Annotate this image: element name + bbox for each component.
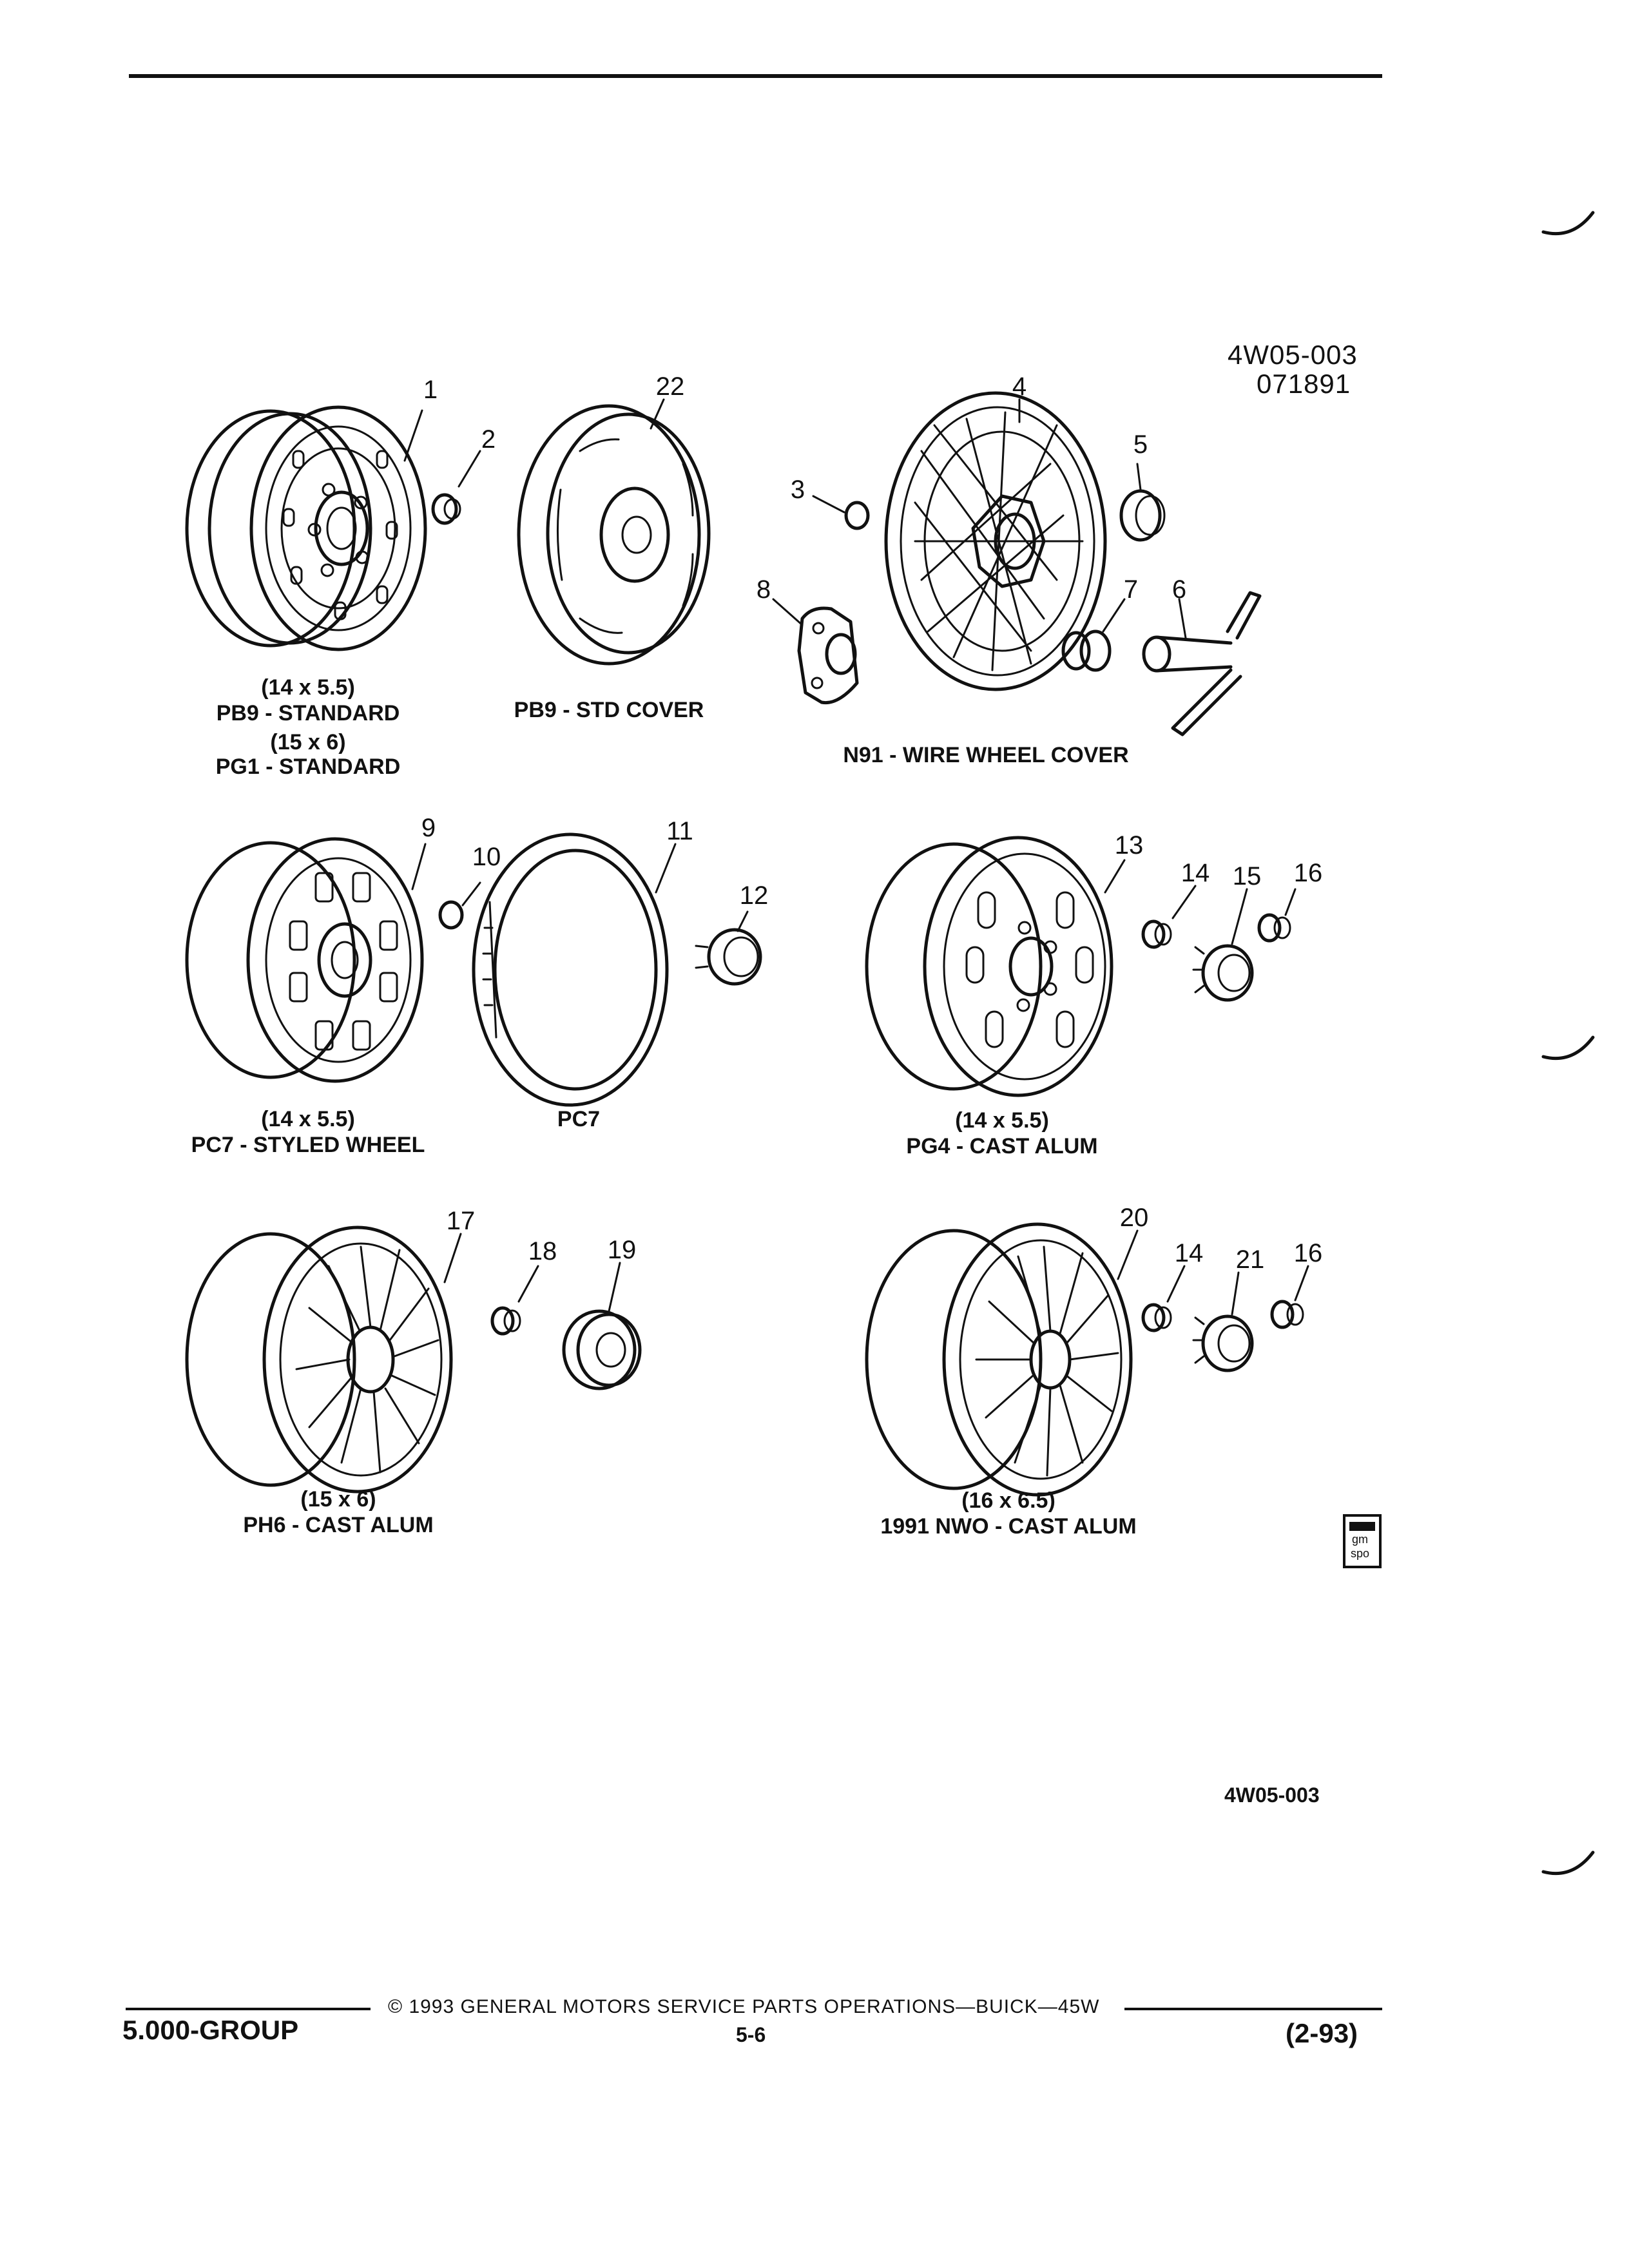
gm-spo-logo-line1: gm: [1352, 1533, 1369, 1546]
callout-10: 10: [472, 843, 501, 871]
caption-pb9-size: (14 x 5.5): [261, 675, 355, 700]
caption-pg4-cast: PG4 - CAST ALUM: [906, 1134, 1098, 1158]
caption-pc7-size: (14 x 5.5): [261, 1107, 355, 1131]
caption-pg4-size: (14 x 5.5): [955, 1108, 1049, 1133]
callout-4: 4: [1012, 372, 1027, 401]
ph6-cast-aluminum-wheel: [185, 1225, 453, 1494]
callout-6: 6: [1171, 575, 1187, 604]
lug-nut: [431, 493, 461, 525]
pg4-cast-aluminum-wheel: [865, 836, 1113, 1097]
callout-7: 7: [1123, 575, 1139, 604]
caption-pg1-size: (15 x 6): [270, 730, 346, 754]
wire-wheel-lock-nut: [844, 501, 870, 530]
callout-21: 21: [1235, 1245, 1265, 1274]
styled-wheel-lug-nut: [438, 900, 464, 930]
callout-17: 17: [446, 1207, 476, 1235]
footer-group: 5.000-GROUP: [122, 2015, 299, 2045]
callout-13: 13: [1114, 831, 1144, 860]
lock-key-wrench: [1142, 591, 1262, 736]
figure-code: 4W05-003: [1228, 340, 1358, 370]
wire-wheel-cover: [884, 391, 1107, 691]
gm-spo-logo-line2: spo: [1351, 1547, 1370, 1560]
ph6-center-cap: [562, 1309, 642, 1390]
footer-date: (2-93): [1286, 2018, 1358, 2048]
styled-steel-wheel: [185, 837, 424, 1083]
standard-steel-wheel: [185, 405, 427, 651]
caption-ph6-size: (15 x 6): [300, 1487, 376, 1512]
callout-20: 20: [1119, 1204, 1149, 1232]
callout-11: 11: [666, 817, 693, 845]
callout-5: 5: [1133, 430, 1148, 459]
standard-wheel-cover: [517, 404, 711, 666]
caption-pc7: PC7: [557, 1107, 601, 1131]
callout-16b: 16: [1293, 1239, 1323, 1267]
nwo-wheel-lock: [1270, 1300, 1304, 1329]
styled-wheel-center-cap: [695, 928, 762, 986]
binding-mark: [1541, 211, 1595, 236]
callout-22: 22: [655, 372, 685, 401]
callout-2: 2: [481, 425, 496, 454]
ph6-lug-nut: [490, 1306, 521, 1336]
callout-9: 9: [421, 814, 436, 842]
nwo-center-cap: [1192, 1314, 1254, 1372]
nwo-cast-aluminum-wheel: [865, 1222, 1133, 1497]
caption-n91-wire-cover: N91 - WIRE WHEEL COVER: [843, 743, 1129, 767]
callout-14a: 14: [1181, 859, 1210, 887]
pg4-wheel-lock: [1257, 913, 1291, 943]
binding-mark: [1541, 1035, 1595, 1061]
callout-19: 19: [607, 1236, 637, 1264]
callout-8: 8: [756, 575, 771, 604]
pg4-lug-nut: [1141, 919, 1172, 949]
caption-nwo-size: (16 x 6.5): [961, 1488, 1055, 1513]
callout-3: 3: [790, 476, 805, 504]
callout-18: 18: [528, 1237, 557, 1265]
figure-reference: 4W05-003: [1224, 1783, 1320, 1807]
pg4-center-cap: [1192, 944, 1254, 1002]
caption-nwo-cast: 1991 NWO - CAST ALUM: [880, 1514, 1137, 1539]
caption-ph6-cast: PH6 - CAST ALUM: [243, 1513, 434, 1537]
caption-pb9-standard: PB9 - STANDARD: [216, 701, 400, 726]
callout-16a: 16: [1293, 859, 1323, 887]
footer-copyright: © 1993 GENERAL MOTORS SERVICE PARTS OPER…: [388, 1996, 1100, 2017]
footer-page-number: 5-6: [736, 2023, 766, 2046]
callout-1: 1: [423, 376, 438, 404]
caption-pb9-std-cover: PB9 - STD COVER: [514, 698, 704, 722]
callout-14b: 14: [1174, 1239, 1204, 1267]
gm-spo-logo-frame: [1343, 1514, 1382, 1568]
wire-wheel-adapter: [797, 606, 859, 705]
figure-date-code: 071891: [1257, 369, 1351, 399]
caption-pg1-standard: PG1 - STANDARD: [215, 754, 401, 779]
callout-12: 12: [739, 881, 769, 910]
binding-mark: [1541, 1850, 1595, 1876]
callout-15: 15: [1232, 862, 1262, 890]
wire-wheel-emblem-cap: [1119, 489, 1166, 542]
wheel-lock: [1061, 629, 1112, 672]
trim-ring: [472, 832, 669, 1107]
nwo-lug-nut: [1141, 1303, 1172, 1332]
caption-pc7-styled: PC7 - STYLED WHEEL: [191, 1133, 425, 1157]
